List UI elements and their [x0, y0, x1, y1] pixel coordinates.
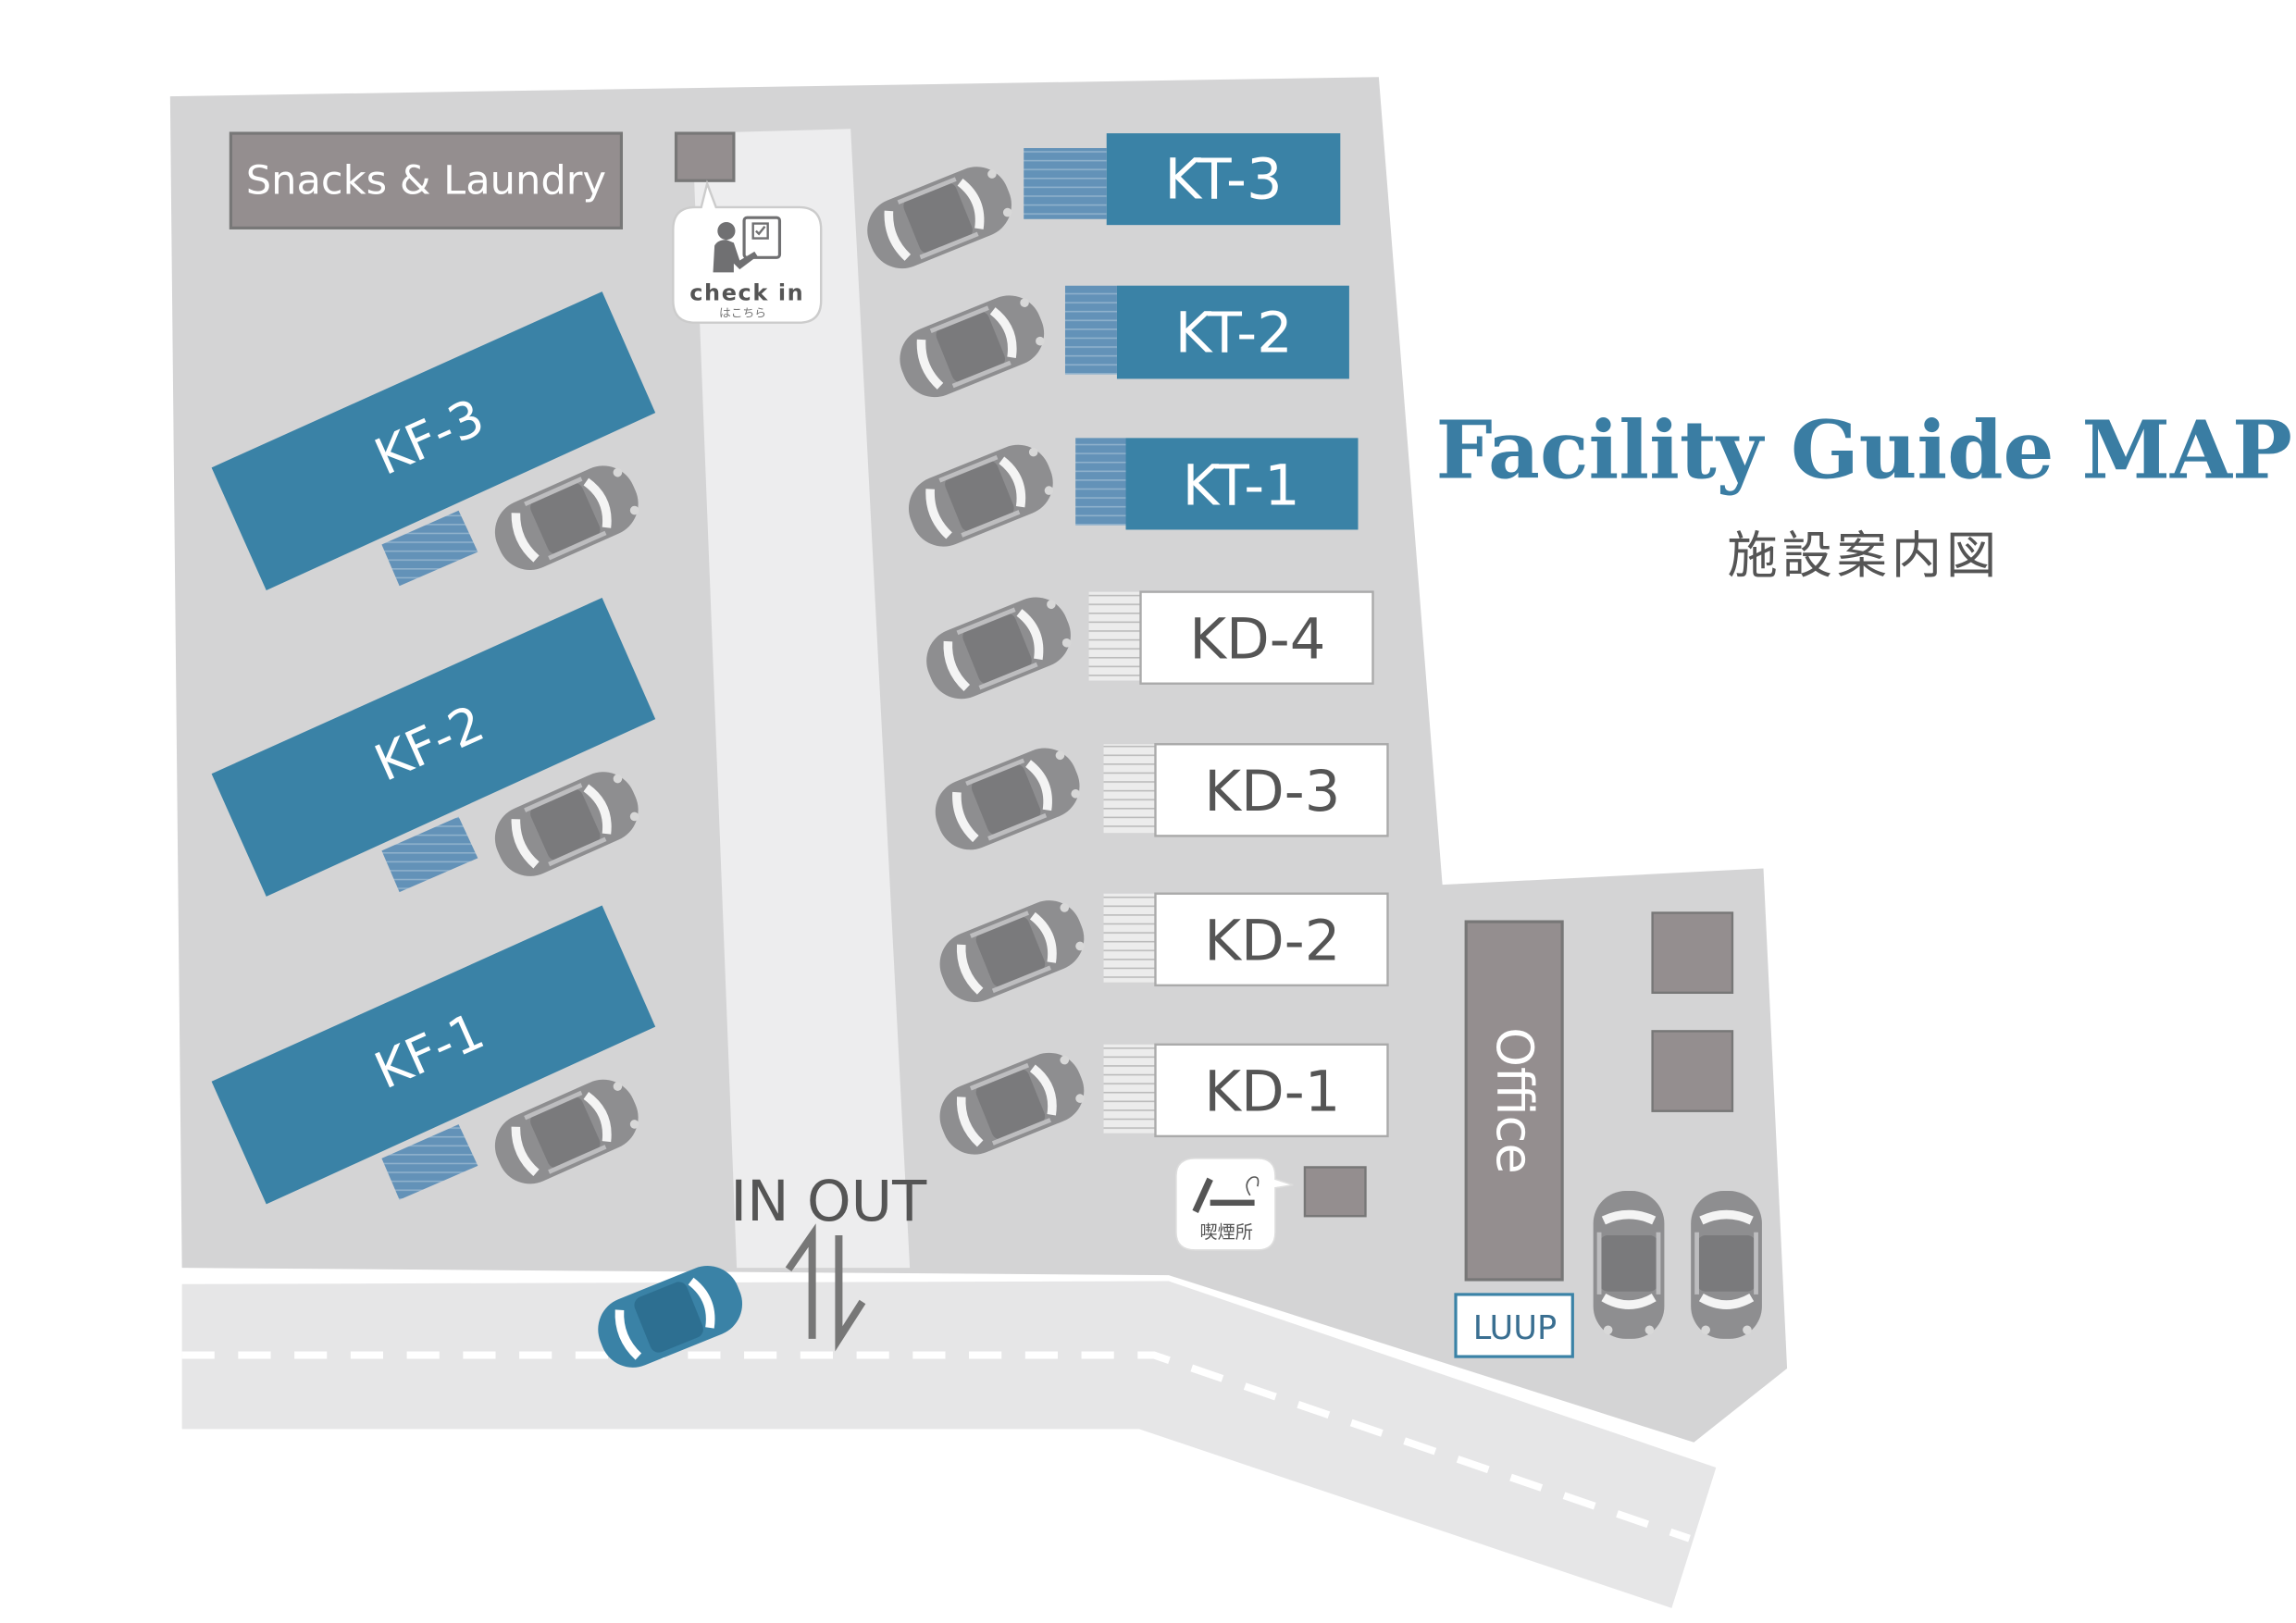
smoking-icon — [1192, 1176, 1260, 1214]
smoking-area-callout: 喫煙所 — [1175, 1158, 1294, 1251]
road — [181, 1281, 1717, 1608]
site-kd-1-label: KD-1 — [1204, 1060, 1340, 1125]
site-kt-2[interactable]: KT-2 — [890, 286, 1349, 407]
smoking-area-label: 喫煙所 — [1199, 1221, 1253, 1243]
road-center-line — [181, 1351, 1691, 1542]
luup-station[interactable]: LUUP — [1454, 1293, 1574, 1358]
storage-building — [1651, 911, 1734, 995]
site-kt-2-label: KT-2 — [1175, 302, 1293, 366]
site-kd-3-label: KD-3 — [1204, 760, 1340, 824]
site-kt-3[interactable]: KT-3 — [858, 133, 1341, 279]
site-kt-1-label: KT-1 — [1183, 453, 1300, 518]
site-kd-2[interactable]: KD-2 — [930, 891, 1389, 1012]
map-subtitle: 施設案内図 — [1727, 527, 2001, 585]
check-in-person-icon — [713, 216, 782, 273]
site-kd-3[interactable]: KD-3 — [925, 738, 1389, 860]
office-label: Office — [1485, 1027, 1544, 1174]
map-title: Facility Guide MAP — [1435, 404, 2291, 498]
driveway-aisle — [692, 129, 911, 1269]
check-in-sublabel: はこちら — [719, 306, 766, 320]
snacks-laundry-building[interactable]: Snacks & Laundry — [229, 131, 624, 229]
site-kd-2-label: KD-2 — [1204, 910, 1340, 974]
car-icon — [1691, 1191, 1762, 1339]
site-kd-1[interactable]: KD-1 — [930, 1043, 1389, 1164]
site-kd-4-label: KD-4 — [1189, 608, 1325, 673]
luup-label: LUUP — [1473, 1309, 1557, 1347]
site-kf-3[interactable]: KF-3 — [211, 291, 656, 591]
entrance-label: IN OUT — [730, 1170, 927, 1234]
site-kd-4[interactable]: KD-4 — [917, 588, 1374, 709]
reception-building — [674, 131, 736, 182]
snacks-laundry-label: Snacks & Laundry — [246, 158, 606, 204]
storage-building — [1651, 1030, 1734, 1112]
check-in-label: check in — [689, 280, 804, 306]
smoking-shelter — [1303, 1166, 1367, 1218]
office-building[interactable]: Office — [1464, 920, 1564, 1282]
site-kt-1[interactable]: KT-1 — [899, 435, 1359, 556]
check-in-callout: check in はこちら — [672, 180, 823, 324]
site-kt-3-label: KT-3 — [1164, 147, 1282, 212]
site-kf-2[interactable]: KF-2 — [211, 598, 656, 897]
car-icon — [1594, 1191, 1665, 1339]
site-kf-1[interactable]: KF-1 — [211, 905, 656, 1205]
in-out-arrows-icon — [785, 1223, 866, 1352]
